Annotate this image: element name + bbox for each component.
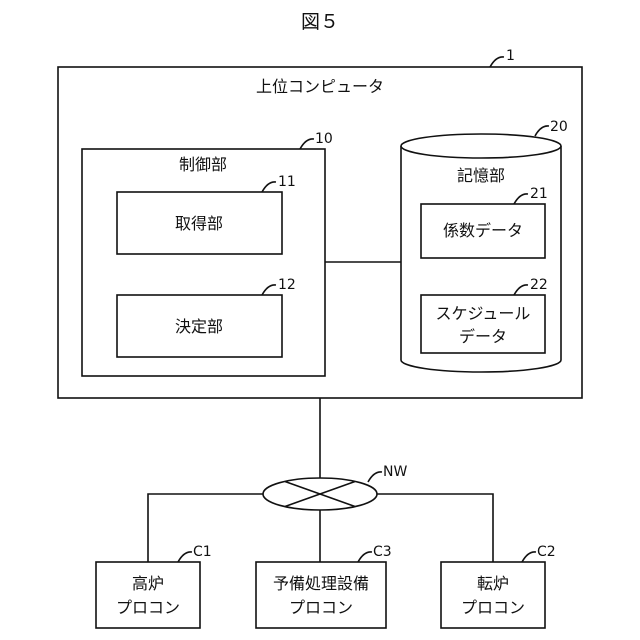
blast-furnace-procon-box <box>96 562 200 628</box>
storage-cylinder-top <box>401 134 561 158</box>
blast-furnace-ref-leader <box>178 552 192 562</box>
pretreatment-label-line1: 予備処理設備 <box>273 574 369 593</box>
converter-ref-leader <box>522 552 536 562</box>
host-ref: 1 <box>506 48 515 64</box>
blast-furnace-ref: C1 <box>193 544 212 560</box>
coefficient-data-label: 係数データ <box>443 221 523 240</box>
pretreatment-label-line2: プロコン <box>289 598 353 617</box>
host-ref-leader <box>490 57 504 67</box>
host-computer-label: 上位コンピュータ <box>256 77 384 96</box>
acquisition-ref: 11 <box>278 174 296 190</box>
pretreatment-ref: C3 <box>373 544 392 560</box>
blast-furnace-label-line2: プロコン <box>116 598 180 617</box>
figure-title: 図５ <box>301 11 339 33</box>
acquisition-unit-label: 取得部 <box>175 214 223 233</box>
storage-label: 記憶部 <box>457 166 505 185</box>
control-ref: 10 <box>315 131 333 147</box>
decision-unit-label: 決定部 <box>175 317 223 336</box>
converter-label-line1: 転炉 <box>477 574 509 593</box>
network-to-converter <box>377 494 493 562</box>
network-ref: NW <box>383 464 407 480</box>
network-ref-leader <box>368 472 382 482</box>
schedule-data-label-line2: データ <box>459 327 507 346</box>
blast-furnace-label-line1: 高炉 <box>132 574 164 593</box>
storage-ref: 20 <box>550 119 568 135</box>
control-unit-label: 制御部 <box>179 155 227 174</box>
decision-ref: 12 <box>278 277 296 293</box>
schedule-ref: 22 <box>530 277 548 293</box>
pretreatment-ref-leader <box>358 552 372 562</box>
schedule-data-label-line1: スケジュール <box>436 304 531 323</box>
converter-ref: C2 <box>537 544 556 560</box>
coefficient-ref: 21 <box>530 186 548 202</box>
converter-procon-box <box>441 562 545 628</box>
pretreatment-procon-box <box>256 562 386 628</box>
converter-label-line2: プロコン <box>461 598 525 617</box>
